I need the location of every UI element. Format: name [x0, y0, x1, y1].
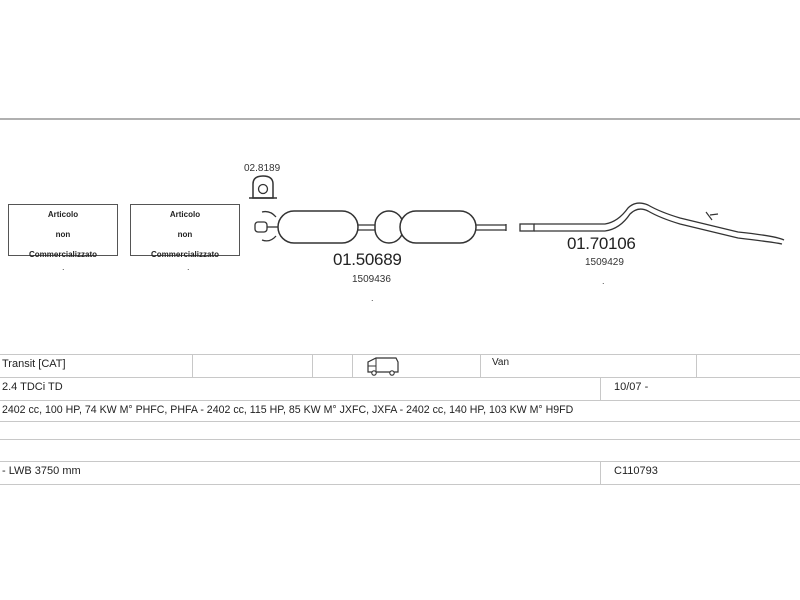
- vehicle-catalog-code: C110793: [614, 465, 658, 477]
- not-sold-1-line1: Articolo: [47, 210, 79, 219]
- not-sold-2-line1: Articolo: [169, 210, 201, 219]
- clamp-code: 02.8189: [244, 163, 281, 174]
- not-sold-box-1: Articolo non Commercializzato: [8, 204, 118, 259]
- vehicle-engine: 2.4 TDCi TD: [2, 381, 63, 393]
- middle-part-dot: .: [371, 293, 374, 303]
- not-sold-2-dot: .: [187, 262, 190, 272]
- rear-part-ref: 1509429: [585, 257, 624, 268]
- middle-part-code: 01.50689: [333, 250, 402, 269]
- front-flange: [254, 210, 280, 242]
- middle-part-ref: 1509436: [352, 274, 391, 285]
- vehicle-date-range: 10/07 -: [614, 381, 649, 393]
- not-sold-box-2: Articolo non Commercializzato: [130, 204, 240, 259]
- rear-part-code: 01.70106: [567, 234, 636, 253]
- rear-tailpipe: [519, 202, 785, 245]
- not-sold-1-line3: Commercializzato: [28, 250, 98, 259]
- clamp-icon: [249, 175, 277, 199]
- rear-part-dot: .: [602, 276, 605, 286]
- not-sold-2-line2: non: [177, 230, 193, 239]
- vehicle-model: Transit [CAT]: [2, 358, 66, 370]
- vehicle-engine-details: 2402 cc, 100 HP, 74 KW M° PHFC, PHFA - 2…: [2, 404, 574, 416]
- top-border: [0, 118, 800, 120]
- not-sold-2-line3: Commercializzato: [150, 250, 220, 259]
- middle-silencer: [277, 210, 507, 244]
- not-sold-1-dot: .: [62, 262, 65, 272]
- vehicle-wheelbase: - LWB 3750 mm: [2, 465, 81, 477]
- not-sold-1-line2: non: [55, 230, 71, 239]
- vehicle-body-type: Van: [492, 357, 510, 368]
